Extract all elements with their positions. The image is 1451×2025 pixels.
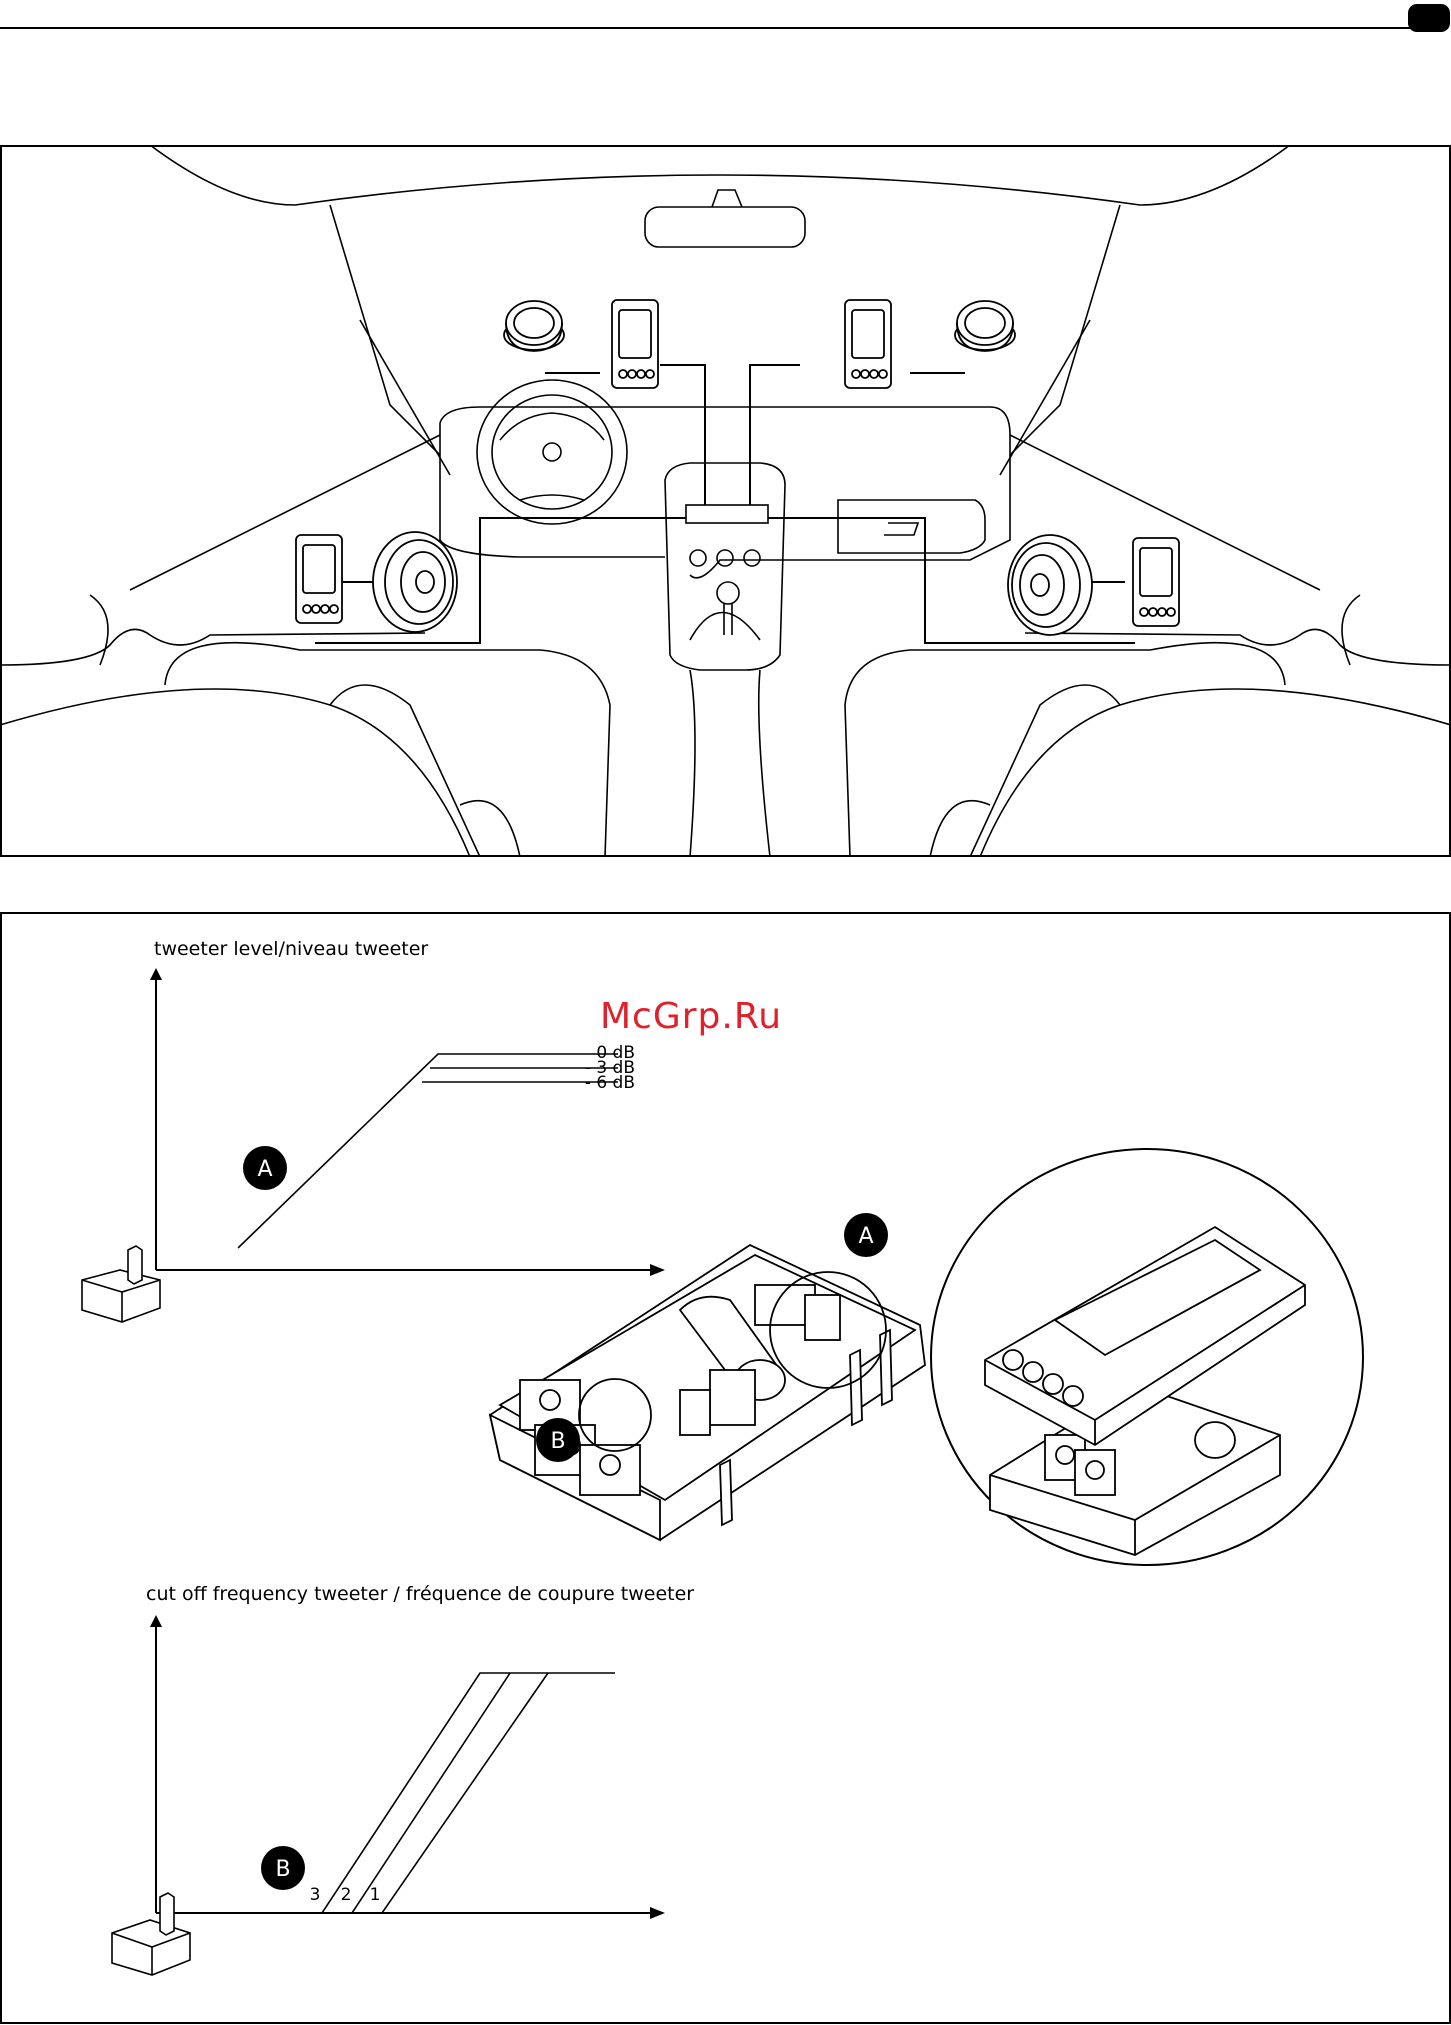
- cutoff-axis-label: cut off frequency tweeter / fréquence de…: [146, 1583, 694, 1605]
- svg-text:B: B: [550, 1429, 565, 1454]
- cutoff-frequency-graph: cut off frequency tweeter / fréquence de…: [70, 1575, 710, 1995]
- crossover-exploded-view: [925, 1145, 1370, 1570]
- crossover-board: A B: [480, 1200, 930, 1570]
- level-minus-6db: - 6 dB: [585, 1073, 635, 1093]
- svg-text:B: B: [275, 1857, 290, 1882]
- cutoff-curves: [322, 1673, 615, 1913]
- level-switch-icon: [82, 1246, 160, 1322]
- level-axis-label: tweeter level/niveau tweeter: [154, 938, 428, 960]
- svg-text:A: A: [257, 1157, 272, 1182]
- cutoff-switch-icon: [112, 1893, 190, 1975]
- cutoff-position-3: 3: [310, 1885, 321, 1905]
- cutoff-position-1: 1: [370, 1885, 381, 1905]
- car-installation-diagram: [0, 145, 1451, 857]
- page-tab: [1408, 4, 1450, 32]
- header-bar: [0, 0, 1451, 60]
- cutoff-position-2: 2: [341, 1885, 352, 1905]
- svg-text:A: A: [858, 1224, 873, 1249]
